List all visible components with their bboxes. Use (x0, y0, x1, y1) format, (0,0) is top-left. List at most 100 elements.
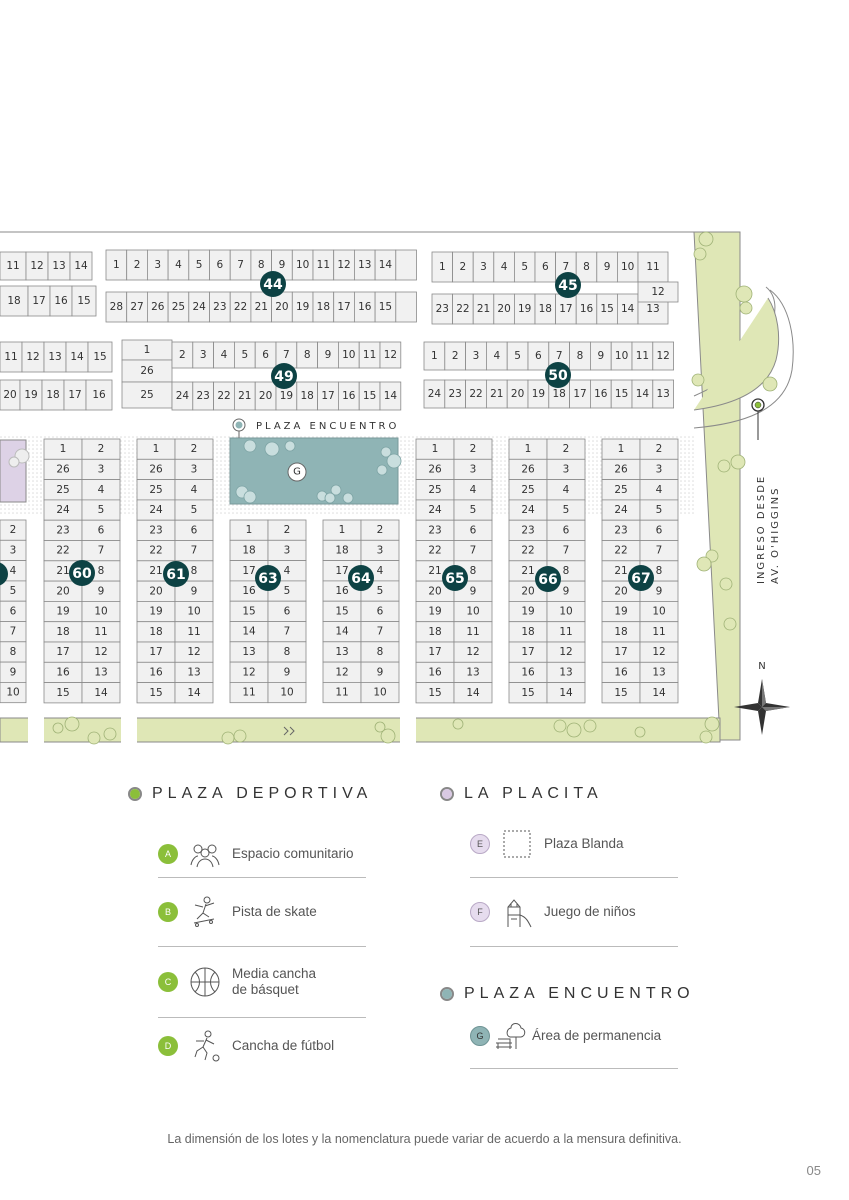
lot-number: 12 (466, 646, 479, 658)
lot-number: 16 (56, 666, 70, 678)
lot-number: 3 (377, 544, 384, 556)
lot (85, 379, 113, 411)
lot-number: 12 (187, 646, 200, 658)
lot-number: 25 (149, 484, 162, 496)
lot-number: 3 (480, 261, 487, 273)
legend-label-b: Pista de skate (232, 904, 317, 919)
lot-number: 11 (363, 349, 376, 361)
lot-number: 17 (149, 646, 162, 658)
lot-number: 1 (144, 344, 151, 356)
lot-number: 10 (621, 261, 634, 273)
partial-block-badge (0, 562, 8, 586)
lot-number: 14 (559, 687, 573, 699)
lot-number: 12 (652, 646, 665, 658)
skate-icon (193, 896, 215, 927)
lot-number: 21 (149, 565, 162, 577)
lot-number: 10 (466, 606, 479, 618)
lot (395, 291, 417, 323)
lot (379, 381, 402, 411)
lot-number: 21 (490, 388, 503, 400)
badge-a: A (158, 844, 178, 864)
lot-number: 16 (358, 301, 372, 313)
lot-number: 25 (614, 484, 627, 496)
lot-number: 14 (242, 626, 256, 638)
basketball-icon (190, 967, 220, 997)
entrance-label: INGRESO DESDE (756, 475, 767, 584)
block-badge-65: 65 (442, 565, 468, 591)
lot-number: 7 (10, 626, 17, 638)
lot-number: 8 (656, 565, 663, 577)
lot-number: 2 (563, 443, 570, 455)
lot-number: 22 (614, 545, 627, 557)
lot-number: 11 (6, 260, 19, 272)
lot-number: 9 (325, 349, 332, 361)
lot-number: 1 (60, 443, 67, 455)
lot-number: 19 (614, 606, 627, 618)
lot-number: 23 (428, 524, 441, 536)
lot-number: 8 (470, 565, 477, 577)
lot-number: 23 (436, 303, 449, 315)
lot-number: 12 (94, 646, 107, 658)
legend-label-d: Cancha de fútbol (232, 1038, 335, 1053)
legend-item-c: C Media cancha de básquet (158, 962, 316, 1002)
lot-number: 18 (335, 544, 348, 556)
lot-number: 4 (493, 350, 500, 362)
lot-number: 13 (52, 260, 65, 272)
plaza-encuentro-title: PLAZA ENCUENTRO (440, 985, 695, 1003)
lot-number: 17 (321, 390, 334, 402)
lot-number: 24 (176, 390, 190, 402)
lot-number: 11 (652, 626, 665, 638)
lot-number: 2 (656, 443, 663, 455)
lot-number: 20 (428, 585, 441, 597)
block-number: 49 (274, 369, 293, 385)
lot-number: 14 (652, 687, 666, 699)
lot-number: 13 (652, 666, 665, 678)
lot-number: 21 (521, 565, 534, 577)
lot-number: 11 (4, 351, 17, 363)
lot-number: 21 (477, 303, 490, 315)
lot-number: 1 (439, 261, 446, 273)
plaza-marker-g: G (293, 467, 301, 478)
lot (71, 285, 97, 317)
lot-number: 15 (149, 687, 162, 699)
lot (267, 682, 307, 704)
legend-item-e: E Plaza Blanda (470, 824, 624, 864)
lot-number: 10 (373, 687, 386, 699)
placita-dot-icon (440, 787, 454, 801)
lot-number: 5 (98, 504, 105, 516)
block-badge-66: 66 (535, 566, 561, 592)
lot-number: 7 (470, 545, 477, 557)
lot-number: 15 (242, 605, 255, 617)
lot-number: 21 (428, 565, 441, 577)
lot-number: 6 (284, 605, 291, 617)
lot-number: 18 (301, 390, 314, 402)
lot-number: 2 (179, 349, 186, 361)
lot (453, 682, 493, 704)
lot (652, 379, 674, 409)
lot (81, 682, 121, 704)
legend-label-e: Plaza Blanda (544, 836, 624, 851)
lot-number: 9 (98, 585, 105, 597)
lot-number: 1 (153, 443, 160, 455)
lot-number: 14 (636, 388, 650, 400)
block-number: 64 (351, 571, 371, 587)
lot-number: 10 (94, 606, 107, 618)
deportiva-dot-icon (128, 787, 142, 801)
lot-number: 6 (262, 349, 269, 361)
lot-number: 21 (238, 390, 251, 402)
lot-number: 11 (466, 626, 479, 638)
lot-number: 12 (242, 666, 255, 678)
lot-number: 11 (317, 259, 330, 271)
badge-e: E (470, 834, 490, 854)
lot-number: 16 (614, 666, 628, 678)
lot (360, 682, 400, 704)
block-badge-64: 64 (348, 565, 374, 591)
block-badge-61: 61 (163, 561, 189, 587)
lot-number: 17 (242, 565, 255, 577)
lot-number: 25 (521, 484, 534, 496)
lot-number: 5 (514, 350, 521, 362)
lot-number: 3 (154, 259, 161, 271)
lot-number: 13 (559, 666, 572, 678)
lot-number: 24 (428, 388, 442, 400)
lot-number: 7 (191, 545, 198, 557)
